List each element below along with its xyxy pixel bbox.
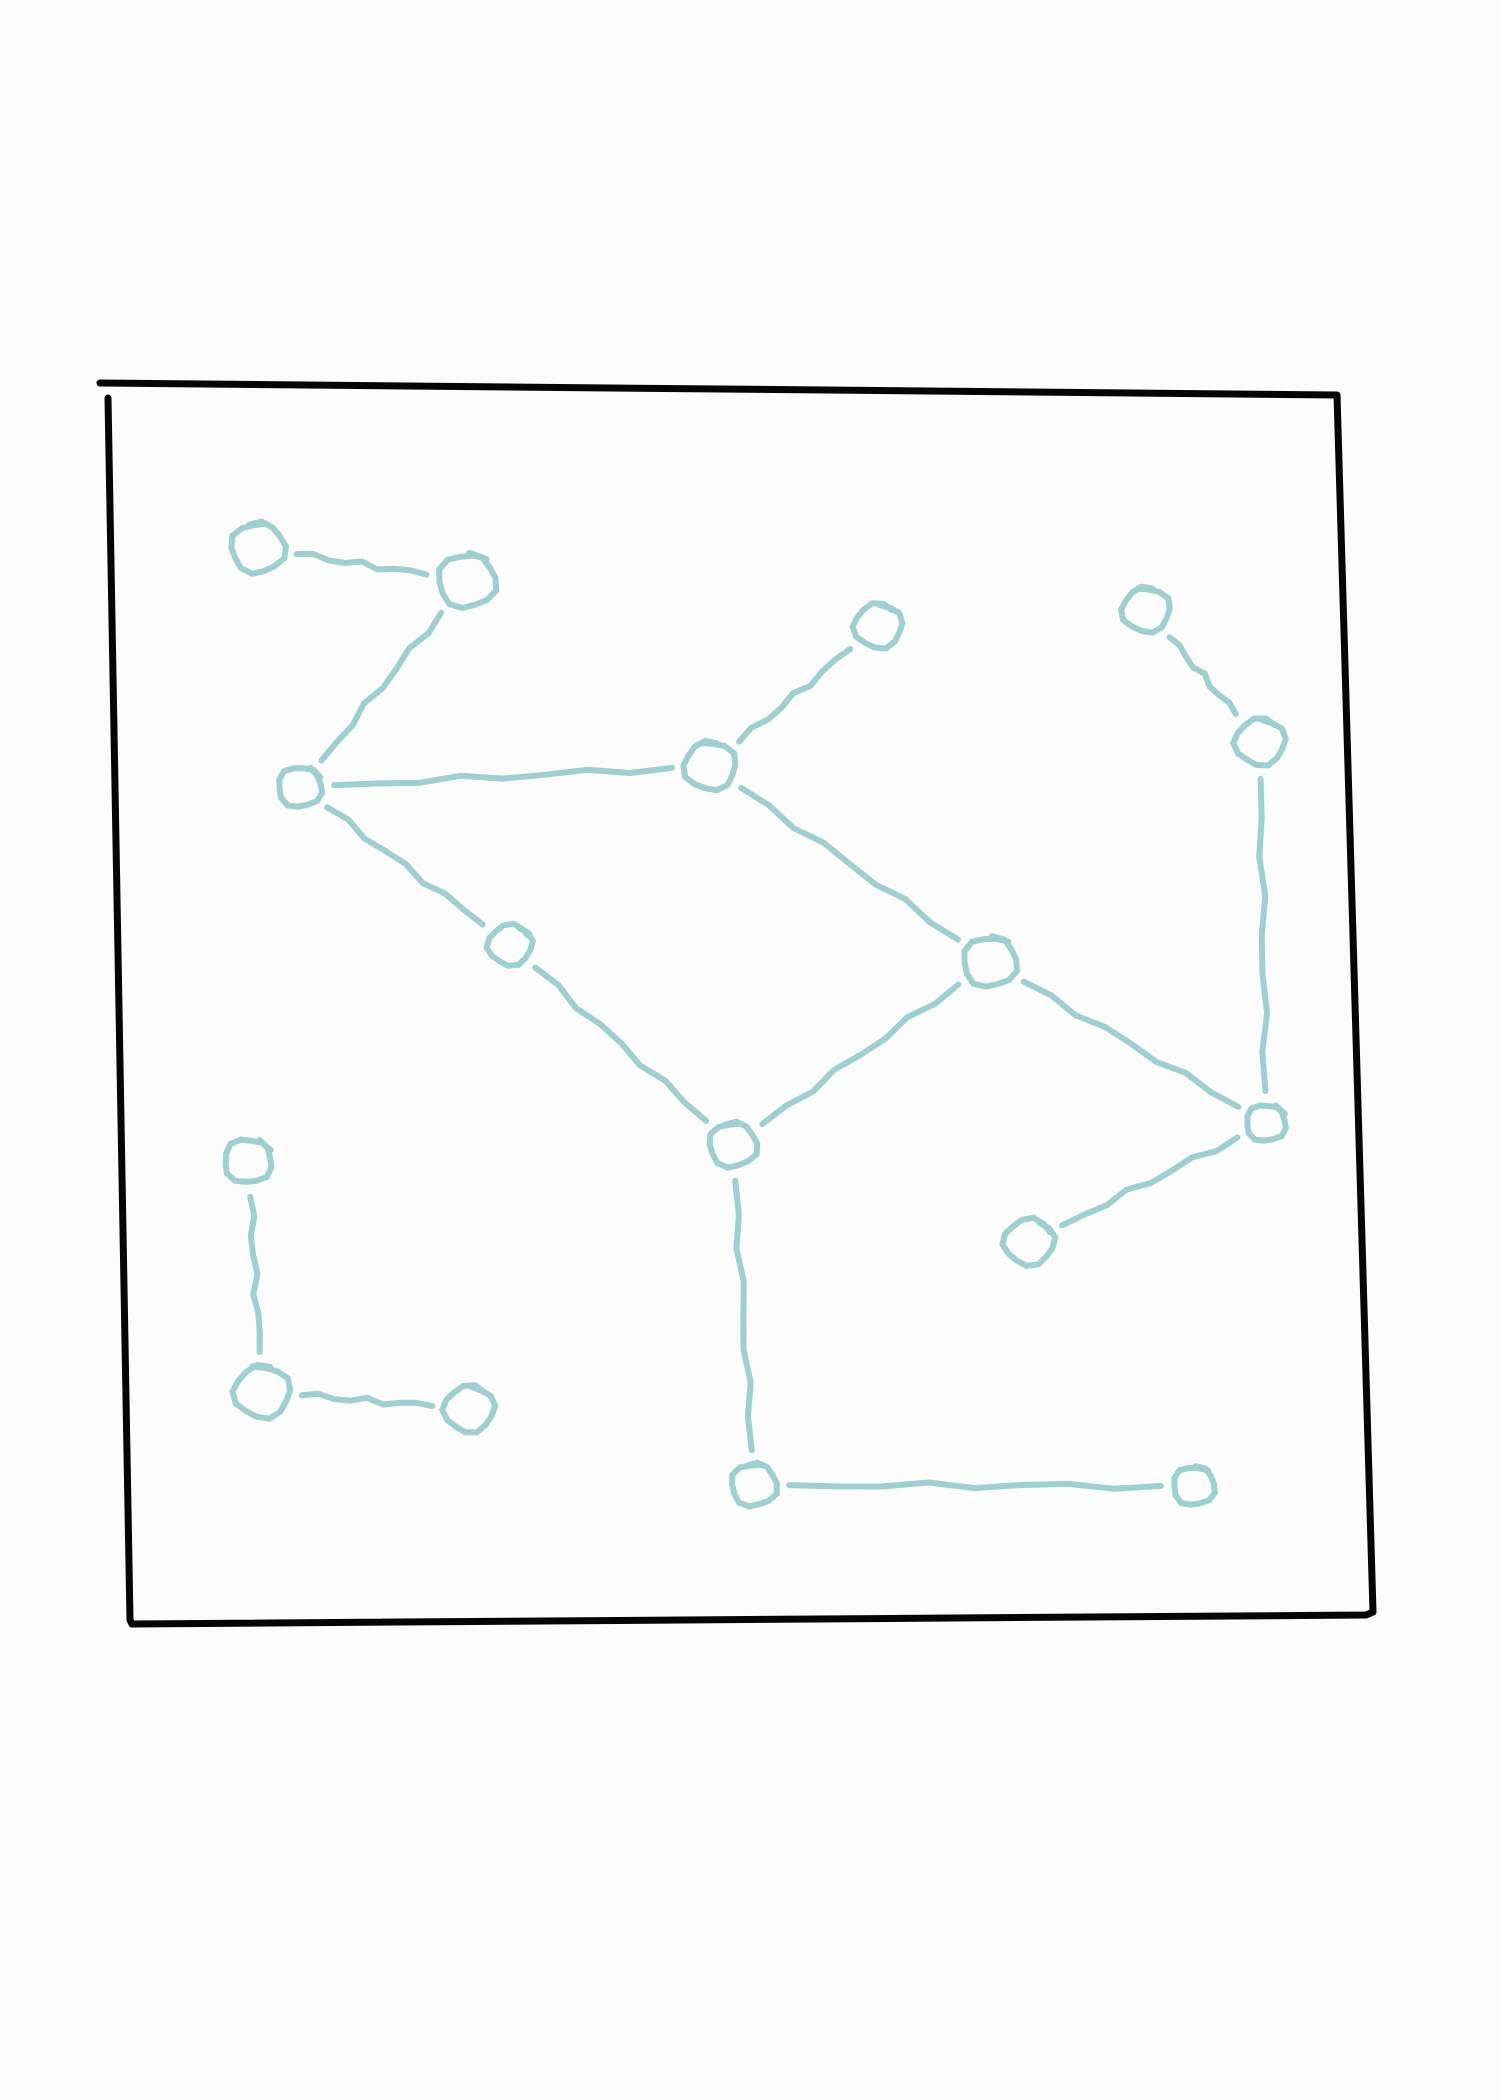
node-n14 [1171,1463,1219,1508]
node-n13 [729,1459,780,1510]
edge-n4-n5 [736,646,854,745]
node-n5 [849,600,906,652]
node-n12 [999,1214,1059,1270]
node-n8 [961,933,1021,990]
edge-n1-n2 [293,550,430,578]
edge-n11-n9 [1256,776,1271,1094]
edge-n3-n6 [324,804,486,928]
edge-n9-n12 [1059,1134,1241,1229]
edge-n2-n3 [318,609,445,764]
edge-n8-n7 [759,981,962,1128]
edge-n15-n16 [247,1193,263,1356]
edge-n4-n8 [738,784,961,943]
edge-n3-n4 [331,764,675,789]
node-n1 [228,518,290,577]
edge-n6-n7 [532,964,710,1124]
node-n4 [680,737,739,794]
node-n16 [229,1361,294,1422]
edge-n10-n11 [1166,634,1239,717]
node-n11 [1230,715,1289,769]
diagram-frame [96,379,1377,1628]
node-n10 [1117,583,1173,636]
node-n3 [276,764,326,810]
node-n6 [483,920,537,969]
node-n17 [439,1382,499,1436]
edge-n13-n14 [786,1479,1164,1492]
node-n15 [222,1136,275,1185]
edge-n7-n13 [732,1177,755,1454]
node-n9 [1244,1102,1290,1144]
edge-n16-n17 [298,1390,436,1409]
nodes-layer [222,518,1290,1510]
edges-layer [247,550,1271,1492]
node-n2 [436,549,500,612]
edge-n8-n9 [1020,978,1242,1110]
node-n7 [706,1118,761,1171]
